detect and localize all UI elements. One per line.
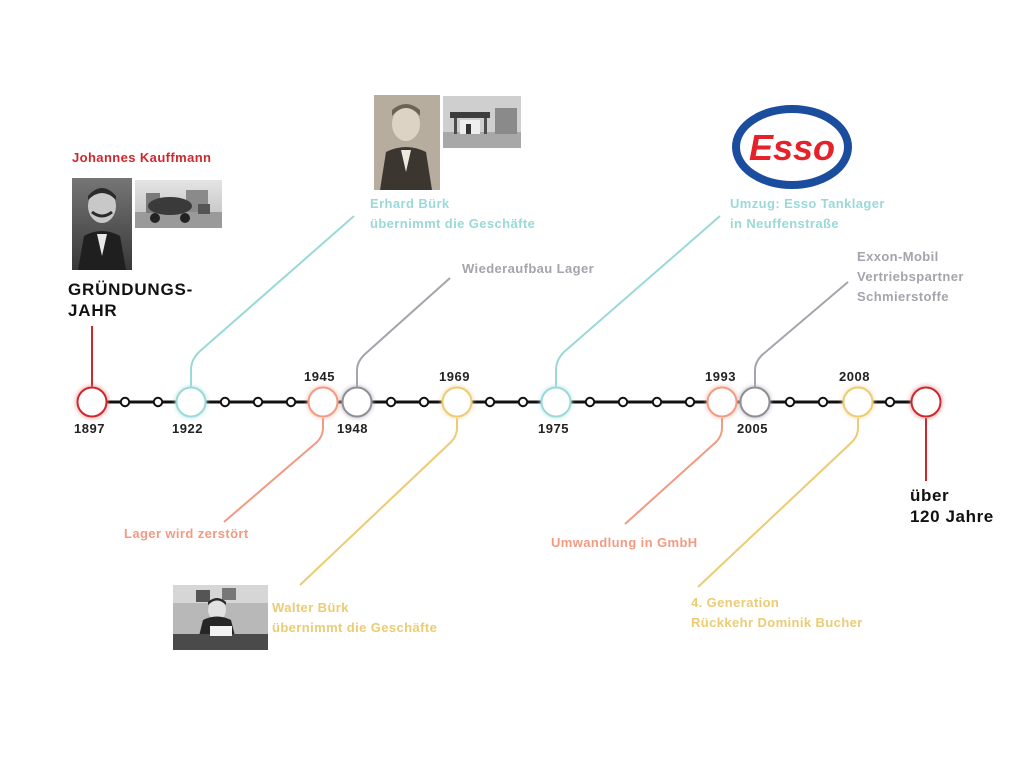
gas-station-photo (443, 96, 521, 148)
connector-2005 (754, 281, 849, 387)
milestone-end-node (910, 386, 942, 418)
milestone-1922-line2: übernimmt die Geschäfte (370, 216, 536, 231)
timeline-minor-dots (119, 396, 896, 408)
anniversary-line1: über (910, 486, 950, 505)
milestone-1969-line1: Walter Bürk (272, 600, 349, 615)
year-label-1922: 1922 (172, 421, 203, 436)
minor-dot (784, 396, 796, 408)
milestone-1948-line1: Wiederaufbau Lager (462, 261, 595, 276)
year-label-1945: 1945 (304, 369, 335, 384)
early-tank-truck-photo (135, 180, 222, 228)
connector-1993 (624, 418, 723, 525)
year-label-1975: 1975 (538, 421, 569, 436)
founding-heading-line1: GRÜNDUNGS- (68, 280, 194, 299)
anniversary-line2: 120 Jahre (910, 507, 994, 526)
connector-1975 (555, 215, 721, 387)
milestone-1993-node (706, 386, 738, 418)
minor-dot (584, 396, 596, 408)
milestone-1969-text: Walter Bürk übernimmt die Geschäfte (272, 598, 437, 638)
johannes-kauffmann-portrait (72, 178, 132, 270)
walter-burk-photo (173, 585, 268, 650)
milestone-1975-line2: in Neuffenstraße (730, 216, 839, 231)
milestone-1975-line1: Umzug: Esso Tanklager (730, 196, 885, 211)
founding-heading-line2: JAHR (68, 301, 118, 320)
minor-dot (884, 396, 896, 408)
connector-1922 (190, 215, 355, 387)
milestone-1897-node (76, 386, 108, 418)
minor-dot (484, 396, 496, 408)
milestone-1993-line1: Umwandlung in GmbH (551, 535, 698, 550)
milestone-1948-node (341, 386, 373, 418)
year-label-2005: 2005 (737, 421, 768, 436)
milestone-2005-line1: Exxon-Mobil (857, 249, 939, 264)
connector-1969 (299, 418, 458, 586)
year-label-2008: 2008 (839, 369, 870, 384)
milestone-2005-line3: Schmierstoffe (857, 289, 949, 304)
milestone-1922-text: Erhard Bürk übernimmt die Geschäfte (370, 194, 535, 234)
milestone-2005-node (739, 386, 771, 418)
year-label-1993: 1993 (705, 369, 736, 384)
minor-dot (119, 396, 131, 408)
milestone-1975-node (540, 386, 572, 418)
milestone-1945-text: Lager wird zerstört (124, 524, 249, 544)
milestone-1969-line2: übernimmt die Geschäfte (272, 620, 438, 635)
milestone-2008-line2: Rückkehr Dominik Bucher (691, 615, 863, 630)
anniversary-label: über 120 Jahre (910, 485, 994, 527)
connector-2008 (697, 418, 859, 588)
milestone-2005-text: Exxon-Mobil Vertriebspartner Schmierstof… (857, 247, 964, 307)
year-label-1948: 1948 (337, 421, 368, 436)
esso-logo: Esso (732, 105, 852, 189)
minor-dot (517, 396, 529, 408)
milestone-2008-line1: 4. Generation (691, 595, 780, 610)
year-label-1897: 1897 (74, 421, 105, 436)
milestone-1993-text: Umwandlung in GmbH (551, 533, 698, 553)
milestone-1945-node (307, 386, 339, 418)
esso-logo-text: Esso (749, 127, 835, 168)
connector-1948 (356, 277, 451, 387)
minor-dot (152, 396, 164, 408)
erhard-burk-portrait (374, 95, 440, 190)
milestone-2008-text: 4. Generation Rückkehr Dominik Bucher (691, 593, 863, 633)
minor-dot (617, 396, 629, 408)
minor-dot (219, 396, 231, 408)
minor-dot (252, 396, 264, 408)
founding-year-heading: GRÜNDUNGS- JAHR (68, 279, 193, 321)
year-label-1969: 1969 (439, 369, 470, 384)
minor-dot (684, 396, 696, 408)
minor-dot (817, 396, 829, 408)
founder-name: Johannes Kauffmann (72, 150, 212, 165)
minor-dot (418, 396, 430, 408)
milestone-2008-node (842, 386, 874, 418)
minor-dot (385, 396, 397, 408)
milestone-1948-text: Wiederaufbau Lager (462, 259, 594, 279)
milestone-1945-line1: Lager wird zerstört (124, 526, 249, 541)
minor-dot (651, 396, 663, 408)
milestone-1969-node (441, 386, 473, 418)
connector-1945 (223, 418, 324, 523)
milestone-1975-text: Umzug: Esso Tanklager in Neuffenstraße (730, 194, 885, 234)
milestone-2005-line2: Vertriebspartner (857, 269, 964, 284)
minor-dot (285, 396, 297, 408)
milestone-1922-line1: Erhard Bürk (370, 196, 450, 211)
milestone-1922-node (175, 386, 207, 418)
